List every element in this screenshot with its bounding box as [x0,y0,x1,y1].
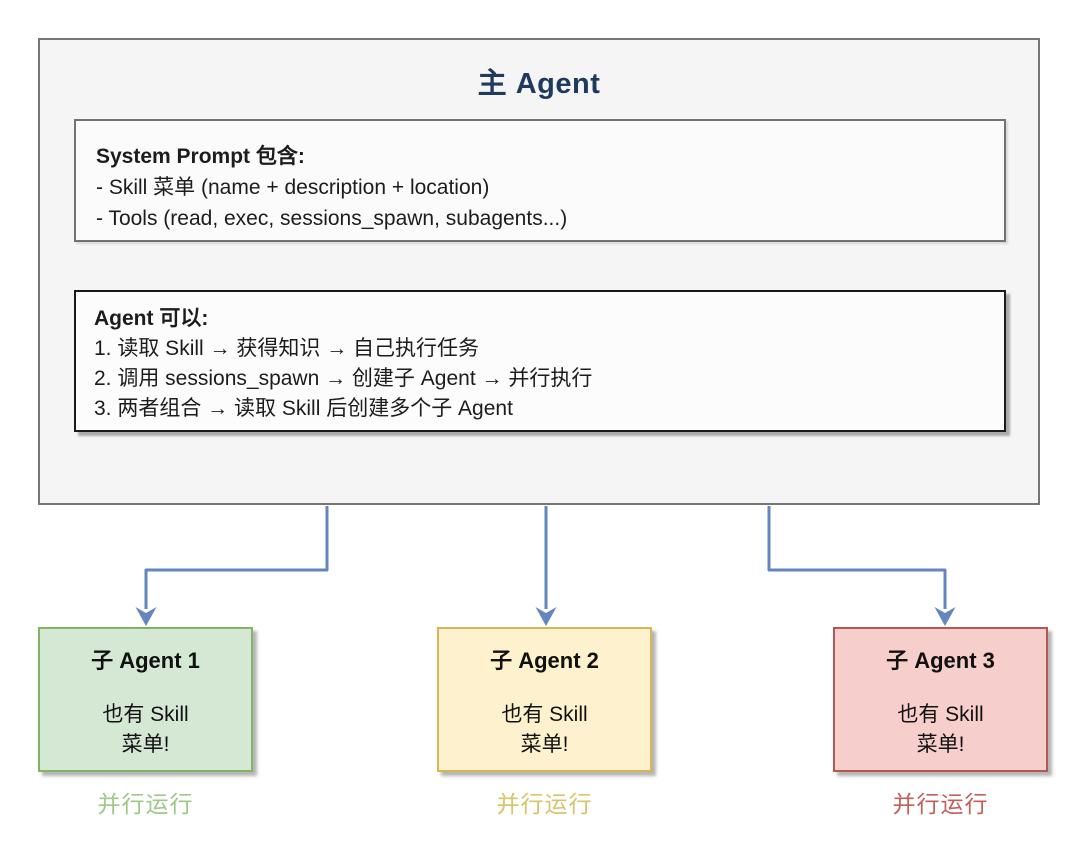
capabilities-heading: Agent 可以: [94,307,209,330]
sub-agent-2-body: 也有 Skill 菜单! [501,703,588,756]
sub-agent-2-box: 子 Agent 2 也有 Skill 菜单! [437,627,652,772]
main-agent-title: 主 Agent [477,68,601,100]
sub-agent-3-body: 也有 Skill 菜单! [897,703,984,756]
system-prompt-item: - Tools (read, exec, sessions_spawn, sub… [96,207,568,230]
sub-agent-1-box: 子 Agent 1 也有 Skill 菜单! [38,627,253,772]
sub-agent-1-title: 子 Agent 1 [91,648,200,673]
capability-item: 1. 读取 Skill → 获得知识 → 自己执行任务 [94,337,480,360]
sub-agent-3-title: 子 Agent 3 [886,648,995,673]
arrow-to-sub-agent-1 [135,506,329,626]
agent-capabilities-box: Agent 可以: 1. 读取 Skill → 获得知识 → 自己执行任务 2.… [74,290,1006,432]
arrow-to-sub-agent-2 [535,506,557,626]
sub-agent-1-body: 也有 Skill 菜单! [102,703,189,756]
parallel-run-label: 并行运行 [496,791,593,817]
system-prompt-box: System Prompt 包含: - Skill 菜单 (name + des… [74,119,1006,242]
arrow-to-sub-agent-3 [767,506,956,626]
capability-item: 2. 调用 sessions_spawn → 创建子 Agent → 并行执行 [94,367,593,390]
sub-agent-3-box: 子 Agent 3 也有 Skill 菜单! [833,627,1048,772]
system-prompt-heading: System Prompt 包含: [96,145,305,168]
sub-agent-2-title: 子 Agent 2 [490,648,599,673]
main-agent-box: 主 Agent System Prompt 包含: - Skill 菜单 (na… [38,38,1040,505]
system-prompt-item: - Skill 菜单 (name + description + locatio… [96,176,490,199]
capability-item: 3. 两者组合 → 读取 Skill 后创建多个子 Agent [94,397,513,420]
parallel-run-label: 并行运行 [97,791,194,817]
parallel-run-label: 并行运行 [892,791,989,817]
